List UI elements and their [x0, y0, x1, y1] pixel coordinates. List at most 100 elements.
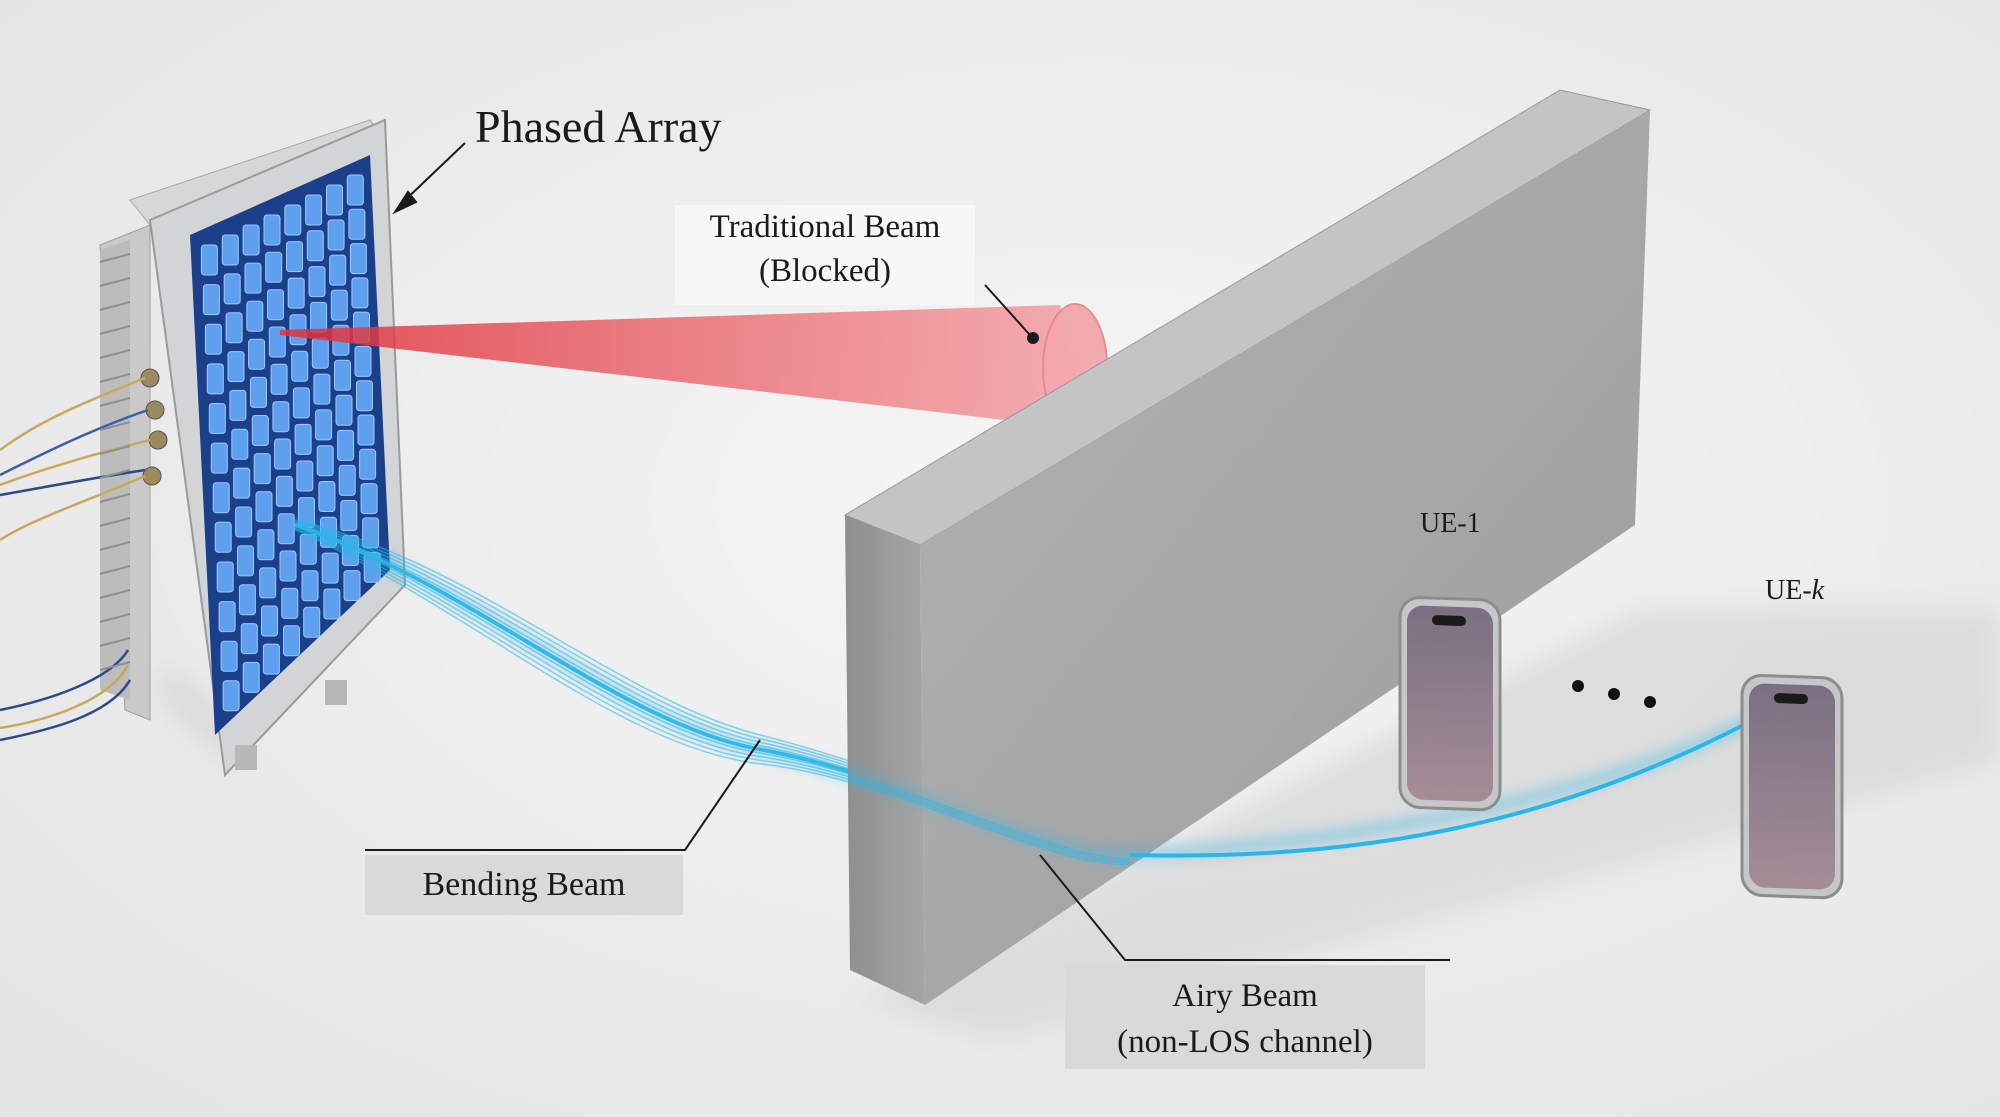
antenna-element — [250, 376, 267, 408]
antenna-element — [244, 262, 262, 294]
heat-sink-fin — [99, 565, 131, 575]
antenna-element — [303, 606, 321, 638]
antenna-element — [318, 481, 336, 512]
antenna-element — [259, 567, 277, 599]
bending-beam-label-text: Bending Beam — [422, 866, 626, 903]
ue-k-label-prefix: UE- — [1765, 575, 1812, 606]
antenna-element — [229, 389, 247, 421]
antenna-element — [212, 482, 230, 514]
antenna-element — [359, 448, 377, 480]
leader-lines — [365, 142, 1450, 961]
heat-sink-fin — [99, 613, 131, 623]
ue-k-label-index: k — [1811, 575, 1825, 606]
antenna-element — [222, 680, 240, 712]
antenna-element — [346, 174, 364, 206]
heat-sink-fin — [99, 661, 131, 671]
concrete-wall — [843, 89, 1652, 1005]
antenna-element — [283, 625, 300, 657]
antenna-element — [308, 266, 326, 298]
cables — [0, 376, 151, 742]
antenna-element — [253, 453, 271, 485]
antenna-element — [255, 491, 273, 523]
antenna-element — [335, 394, 353, 426]
antenna-element — [301, 570, 319, 602]
antenna-element — [313, 373, 331, 405]
antenna-element — [240, 623, 258, 655]
array-foot — [325, 680, 347, 705]
antenna-element — [327, 219, 345, 251]
heat-sink-fin — [99, 541, 131, 551]
antenna-element — [238, 584, 256, 616]
antenna-element — [323, 588, 341, 620]
antenna-element — [310, 301, 328, 333]
antenna-element — [221, 234, 239, 266]
antenna-element — [248, 338, 266, 370]
antenna-element — [360, 483, 378, 515]
airy-beam-label-line2: (non-LOS channel) — [1117, 1024, 1373, 1060]
antenna-element — [206, 363, 224, 395]
antenna-element — [351, 277, 369, 309]
phased-array — [0, 118, 407, 778]
antenna-element — [218, 601, 236, 633]
antenna-element — [210, 442, 228, 474]
antenna-element — [326, 184, 343, 216]
antenna-element — [267, 289, 284, 321]
heat-sink-fin — [99, 469, 131, 479]
heat-sink-fin — [99, 325, 131, 335]
antenna-element — [242, 224, 260, 256]
heat-sink-fin — [99, 349, 131, 359]
traditional-beam-label-line2: (Blocked) — [759, 253, 891, 289]
antenna-element — [246, 300, 264, 332]
antenna-element — [343, 570, 361, 602]
ue-1-label: UE-1 — [1420, 508, 1481, 539]
antenna-element — [261, 605, 278, 637]
airy-beam-glow — [292, 515, 1794, 863]
antenna-element — [263, 214, 281, 246]
antenna-element — [251, 415, 269, 446]
antenna-element — [311, 337, 329, 369]
antenna-element — [270, 363, 288, 395]
traditional-beam-label-line1: Traditional Beam — [709, 209, 941, 245]
heat-sink-fin — [99, 253, 131, 263]
antenna-element — [316, 445, 334, 477]
heat-sink-fin — [99, 493, 131, 503]
antenna-element — [340, 500, 358, 531]
antenna-element — [279, 550, 297, 582]
antenna-element — [223, 273, 241, 305]
antenna-element — [208, 403, 226, 434]
heat-sink-fin — [99, 637, 131, 647]
airy-beam — [292, 515, 1794, 866]
antenna-element — [354, 345, 372, 377]
ue-1-phone — [1398, 596, 1502, 812]
antenna-element — [357, 414, 375, 446]
ue-k-label: UE-k — [1765, 575, 1824, 607]
antenna-element — [291, 350, 309, 382]
antenna-element — [349, 243, 367, 275]
antenna-element — [338, 464, 356, 496]
phased-array-label: Phased Array — [475, 101, 722, 152]
antenna-element — [220, 640, 238, 672]
antenna-element — [274, 438, 292, 470]
ellipsis-dots — [1572, 680, 1656, 708]
antenna-element — [306, 230, 324, 262]
antenna-element — [321, 552, 339, 584]
antenna-element — [292, 387, 310, 419]
array-foot — [235, 745, 257, 770]
antenna-element — [257, 529, 275, 561]
antenna-element — [231, 428, 249, 460]
heat-sink-fin — [99, 517, 131, 527]
heat-sink-fin — [99, 445, 131, 455]
antenna-element — [275, 475, 293, 507]
antenna-element — [272, 401, 290, 433]
antenna-element — [356, 380, 373, 412]
antenna-element — [315, 409, 333, 441]
antenna-element — [216, 561, 234, 593]
airy-beam-to-ue-k — [1129, 698, 1791, 858]
antenna-element — [305, 194, 323, 226]
antenna-element — [200, 244, 218, 276]
bending-beam-label: Bending Beam — [365, 855, 683, 915]
antenna-element — [287, 277, 305, 309]
antenna-element — [281, 587, 299, 619]
antenna-element — [237, 545, 254, 577]
ue-k-phone — [1740, 674, 1844, 900]
